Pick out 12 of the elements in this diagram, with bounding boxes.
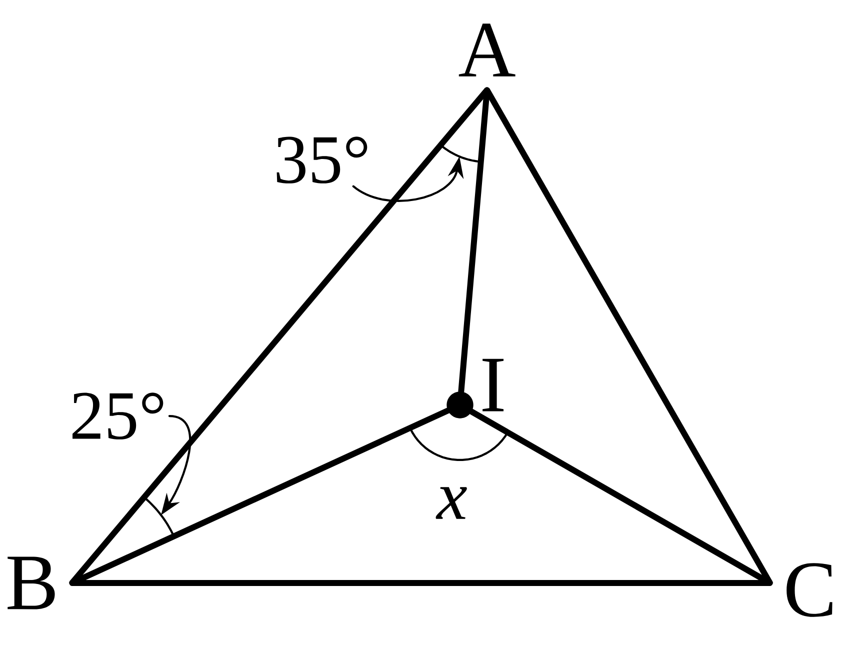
triangle-side xyxy=(458,87,490,394)
angle-label: x xyxy=(436,487,467,519)
node-label: I xyxy=(482,358,504,412)
point: I xyxy=(446,358,504,418)
triangle-side xyxy=(69,408,451,586)
angle-label: 35° xyxy=(276,136,368,184)
angle-label: 25° xyxy=(72,392,164,440)
vertex-label: B xyxy=(8,556,55,610)
vertex-label: A xyxy=(458,24,516,76)
vertex-label: C xyxy=(786,563,832,617)
triangle-side xyxy=(468,408,773,586)
triangle-side xyxy=(69,580,773,586)
